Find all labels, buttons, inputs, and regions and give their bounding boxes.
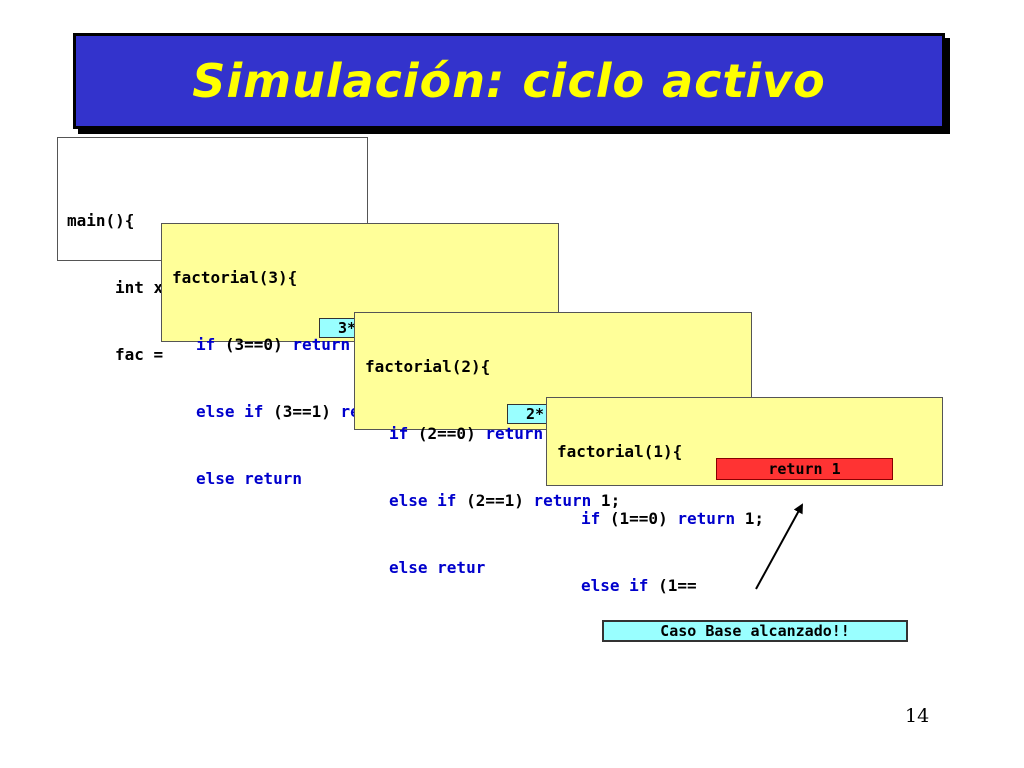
factorial-1-code: factorial(1){ if (1==0) return 1; else i… xyxy=(557,399,942,638)
keyword: else if xyxy=(581,576,649,595)
code-line: else if (2==1) return 1; xyxy=(365,486,751,515)
code-line: if (1==0) return 1; xyxy=(557,504,942,533)
keyword: if xyxy=(389,424,409,443)
code-line: factorial(3){ xyxy=(172,268,298,287)
keyword: return xyxy=(292,335,351,354)
code-text: fac = xyxy=(115,345,173,364)
code-text: (3==1) xyxy=(263,402,341,421)
code-text: 1; xyxy=(591,491,621,510)
code-line: else retur xyxy=(365,553,751,582)
keyword: else if xyxy=(196,402,264,421)
code-line: factorial(2){ xyxy=(365,357,491,376)
keyword: return xyxy=(533,491,592,510)
code-text: (1== xyxy=(648,576,697,595)
code-line: else if (1== xyxy=(557,571,942,600)
keyword: else return xyxy=(196,469,302,488)
code-text: (3==0) xyxy=(215,335,293,354)
code-text: (2==0) xyxy=(408,424,486,443)
code-text: (1==0) xyxy=(600,509,678,528)
pending-multiplication-2: 2* xyxy=(507,404,557,424)
keyword: return xyxy=(485,424,544,443)
slide-title: Simulación: ciclo activo xyxy=(192,54,826,108)
code-line: fac = xyxy=(67,340,367,369)
pointer-arrow-icon xyxy=(755,503,803,590)
base-case-note: Caso Base alcanzado!! xyxy=(602,620,908,642)
keyword: if xyxy=(581,509,601,528)
code-line: main(){ xyxy=(67,211,135,230)
keyword: else retur xyxy=(389,558,486,577)
code-text: 1; xyxy=(735,509,765,528)
base-case-return-box: return 1 xyxy=(716,458,893,480)
title-bar: Simulación: ciclo activo xyxy=(73,33,945,129)
keyword: if xyxy=(196,335,216,354)
page-number: 14 xyxy=(905,705,930,727)
keyword: return xyxy=(677,509,736,528)
keyword: else if xyxy=(389,491,457,510)
code-text: (2==1) xyxy=(456,491,534,510)
code-line: factorial(1){ xyxy=(557,442,683,461)
code-line: else return xyxy=(172,464,558,493)
factorial-2-code: factorial(2){ if (2==0) return 1; else i… xyxy=(365,314,751,620)
